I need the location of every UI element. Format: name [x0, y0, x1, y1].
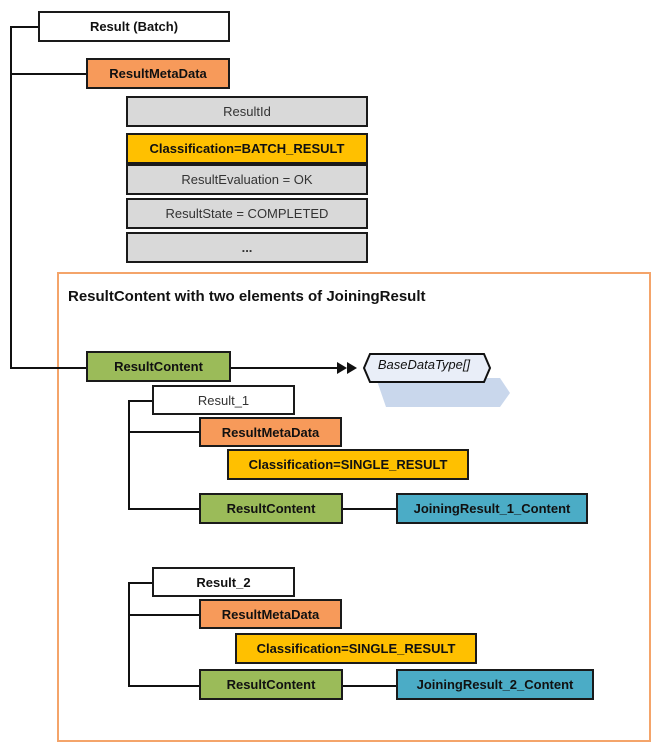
type-shadow-shape [376, 378, 510, 407]
child1-result-label: Result_1 [197, 392, 250, 408]
child1-content-value-node[interactable]: JoiningResult_1_Content [396, 493, 588, 524]
child1-classification-node[interactable]: Classification=SINGLE_RESULT [227, 449, 469, 480]
root-content-label: ResultContent [114, 359, 203, 374]
root-metadata-node[interactable]: ResultMetaData [86, 58, 230, 89]
root-connector-metadata [10, 73, 86, 75]
metadata-field-classification[interactable]: Classification=BATCH_RESULT [126, 133, 368, 164]
child1-content-node[interactable]: ResultContent [199, 493, 343, 524]
child2-classification-node[interactable]: Classification=SINGLE_RESULT [235, 633, 477, 664]
child1-connector-metadata [128, 431, 200, 433]
child2-connector-content [128, 685, 200, 687]
group-frame-title: ResultContent with two elements of Joini… [68, 288, 426, 305]
child2-result-node[interactable]: Result_2 [152, 567, 295, 597]
child1-metadata-label: ResultMetaData [221, 424, 320, 440]
double-arrow-head-2 [347, 362, 357, 374]
metadata-field-label: ... [241, 240, 253, 255]
child1-tree-trunk [128, 400, 130, 509]
metadata-field-result-state[interactable]: ResultState = COMPLETED [126, 198, 368, 229]
child2-content-value-connector [343, 685, 397, 687]
result-batch-label: Result (Batch) [89, 19, 179, 34]
child1-connector-content [128, 508, 200, 510]
child1-classification-label: Classification=SINGLE_RESULT [248, 457, 448, 472]
root-tree-trunk [10, 26, 12, 368]
root-connector-result [10, 26, 38, 28]
result-batch-node[interactable]: Result (Batch) [38, 11, 230, 42]
metadata-field-result-evaluation[interactable]: ResultEvaluation = OK [126, 164, 368, 195]
metadata-field-label: ResultId [223, 104, 271, 119]
base-data-type-label: BaseDataType[] [377, 357, 471, 372]
metadata-field-label: ResultEvaluation = OK [181, 172, 313, 187]
child2-connector-result [128, 582, 152, 584]
child2-metadata-label: ResultMetaData [221, 606, 320, 622]
content-type-connector [231, 367, 339, 369]
child2-content-value-label: JoiningResult_2_Content [416, 677, 574, 692]
child1-content-value-connector [343, 508, 397, 510]
metadata-field-label: Classification=BATCH_RESULT [149, 141, 345, 156]
child2-metadata-node[interactable]: ResultMetaData [199, 599, 342, 629]
root-content-node[interactable]: ResultContent [86, 351, 231, 382]
child1-connector-result [128, 400, 152, 402]
child1-result-node[interactable]: Result_1 [152, 385, 295, 415]
metadata-field-label: ResultState = COMPLETED [165, 206, 329, 221]
metadata-field-result-id[interactable]: ResultId [126, 96, 368, 127]
root-metadata-label: ResultMetaData [109, 66, 207, 81]
child1-content-value-label: JoiningResult_1_Content [413, 501, 571, 516]
child2-connector-metadata [128, 614, 200, 616]
child2-result-label: Result_2 [196, 574, 251, 590]
double-arrow-head-1 [337, 362, 347, 374]
child1-metadata-node[interactable]: ResultMetaData [199, 417, 342, 447]
root-connector-content [10, 367, 86, 369]
child2-content-value-node[interactable]: JoiningResult_2_Content [396, 669, 594, 700]
child2-content-node[interactable]: ResultContent [199, 669, 343, 700]
child1-content-label: ResultContent [226, 501, 316, 516]
metadata-field-ellipsis[interactable]: ... [126, 232, 368, 263]
type-hexagon-shape [362, 353, 492, 383]
child2-tree-trunk [128, 582, 130, 686]
child2-classification-label: Classification=SINGLE_RESULT [256, 641, 456, 656]
child2-content-label: ResultContent [226, 677, 316, 692]
result-content-group-frame [57, 272, 651, 742]
